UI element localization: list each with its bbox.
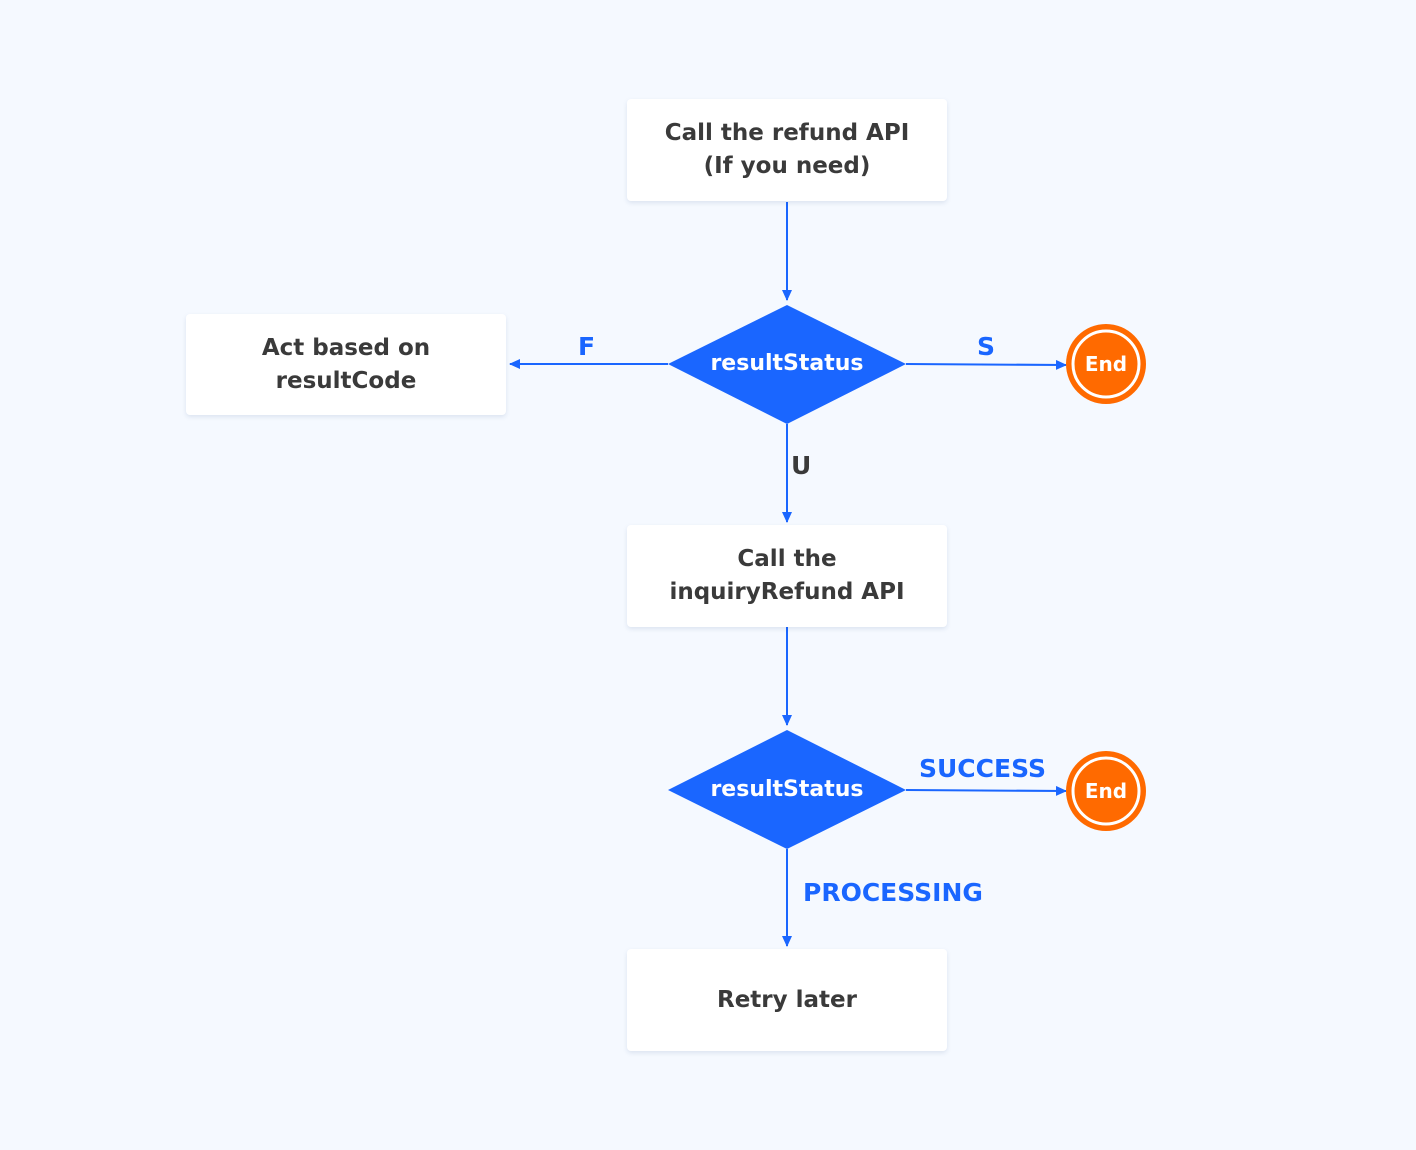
decision-2-label: resultStatus (710, 777, 864, 802)
decision-diamond-1 (668, 305, 906, 424)
end-node-1-label: End (1084, 352, 1128, 376)
node-call-refund-api-line1: Call the refund API (664, 120, 910, 146)
node-call-refund-api-line2: (If you need) (703, 153, 871, 179)
edge-label-s: S (977, 332, 996, 361)
edge-label-u: U (791, 451, 812, 480)
node-call-refund-api: Call the refund API (If you need) (627, 99, 947, 201)
node-call-inquiryrefund-api-line2: inquiryRefund API (669, 579, 905, 605)
node-retry-later-label: Retry later (717, 986, 857, 1013)
node-act-based-on-resultcode: Act based on resultCode (186, 314, 506, 415)
end-node-1-shape (1066, 324, 1146, 404)
node-call-inquiryrefund-api-line1: Call the (737, 546, 837, 572)
end-node-2-label: End (1084, 779, 1128, 803)
edge-label-f: F (578, 332, 596, 361)
node-retry-later: Retry later (627, 949, 947, 1051)
end-node-2-shape (1066, 751, 1146, 831)
node-act-based-on-resultcode-line1: Act based on (261, 334, 431, 361)
arrow-decision2-to-end2 (905, 785, 1067, 796)
node-act-based-on-resultcode-line2: resultCode (275, 367, 417, 394)
edge-label-processing: PROCESSING (803, 878, 983, 907)
edge-label-success: SUCCESS (919, 754, 1046, 783)
decision-diamond-2 (668, 730, 906, 849)
arrow-decision1-to-end1 (905, 359, 1067, 370)
decision-1-label: resultStatus (710, 351, 864, 376)
node-call-inquiryrefund-api: Call the inquiryRefund API (627, 525, 947, 627)
